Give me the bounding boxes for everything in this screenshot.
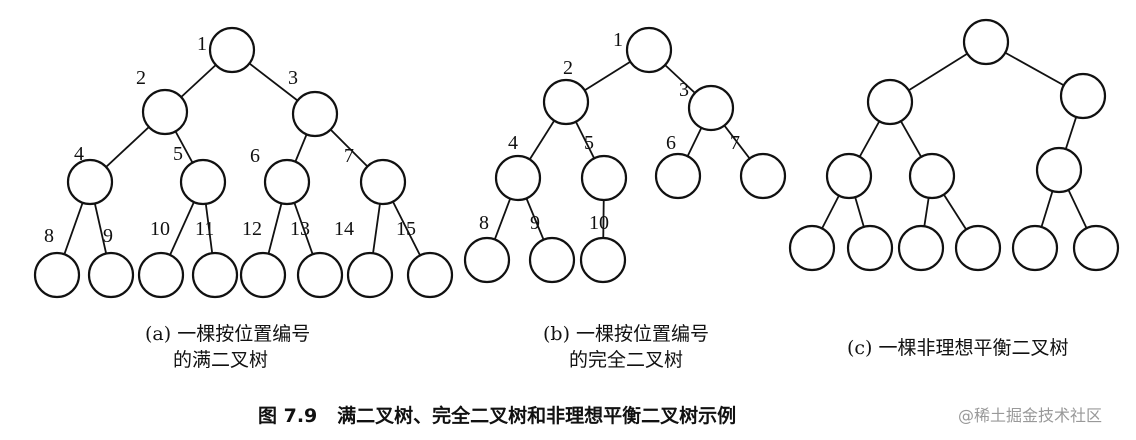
node-label: 2 [563,57,573,79]
tree-node [908,152,956,200]
node-label: 5 [584,132,594,154]
caption-line-2: 的完全二叉树 [569,349,683,371]
tree-node [687,84,735,132]
tree-node [897,224,945,272]
tree-node [66,158,114,206]
node-label: 2 [136,67,146,89]
node-label: 9 [530,212,540,234]
node-label: 10 [589,212,609,234]
tree-node [528,236,576,284]
node-label: 1 [613,29,623,51]
caption-line-1: (b) 一棵按位置编号 [543,323,709,345]
tree-node [179,158,227,206]
tree-node [1035,146,1083,194]
tree-node [141,88,189,136]
node-label: 3 [288,67,298,89]
tree-node [191,251,239,299]
tree-node [542,78,590,126]
tree-node [33,251,81,299]
tree-c: (c) 一棵非理想平衡二叉树 [788,18,1120,359]
tree-node [846,224,894,272]
tree-node [137,251,185,299]
tree-node [208,26,256,74]
node-label: 8 [479,212,489,234]
tree-node [788,224,836,272]
tree-node [866,78,914,126]
tree-node [739,152,787,200]
tree-node [962,18,1010,66]
watermark: @稀土掘金技术社区 [958,406,1102,425]
node-label: 10 [150,218,170,240]
caption-line-1: (c) 一棵非理想平衡二叉树 [847,337,1069,359]
node-label: 13 [290,218,310,240]
tree-node [825,152,873,200]
tree-node [296,251,344,299]
tree-b: 1 2 3 4 5 6 7 8 9 10 (b) 一棵按位置编号 的完全二叉树 [463,26,787,371]
caption-line-2: 的满二叉树 [173,349,268,371]
tree-node [494,154,542,202]
tree-node [263,158,311,206]
tree-a: 1 2 3 4 5 6 7 8 9 10 11 12 13 14 15 (a) … [33,26,454,371]
node-label: 4 [74,143,84,165]
tree-node [625,26,673,74]
node-label: 15 [396,218,416,240]
node-label: 12 [242,218,262,240]
figure-title: 图 7.9 满二叉树、完全二叉树和非理想平衡二叉树示例 [258,404,736,427]
node-label: 9 [103,225,113,247]
tree-node [463,236,511,284]
caption-line-1: (a) 一棵按位置编号 [145,323,310,345]
tree-node [359,158,407,206]
tree-node [239,251,287,299]
tree-node [87,251,135,299]
node-label: 1 [197,33,207,55]
tree-node [654,152,702,200]
tree-node [580,154,628,202]
tree-node [579,236,627,284]
node-label: 7 [730,132,740,154]
node-label: 4 [508,132,518,154]
node-label: 6 [666,132,676,154]
tree-node [954,224,1002,272]
tree-node [1011,224,1059,272]
node-label: 11 [195,218,214,240]
node-label: 7 [344,145,354,167]
node-label: 14 [334,218,354,240]
tree-node [1059,72,1107,120]
tree-node [1072,224,1120,272]
node-label: 6 [250,145,260,167]
tree-node [346,251,394,299]
tree-node [291,90,339,138]
tree-node [406,251,454,299]
node-label: 8 [44,225,54,247]
node-label: 5 [173,143,183,165]
node-label: 3 [679,79,689,101]
